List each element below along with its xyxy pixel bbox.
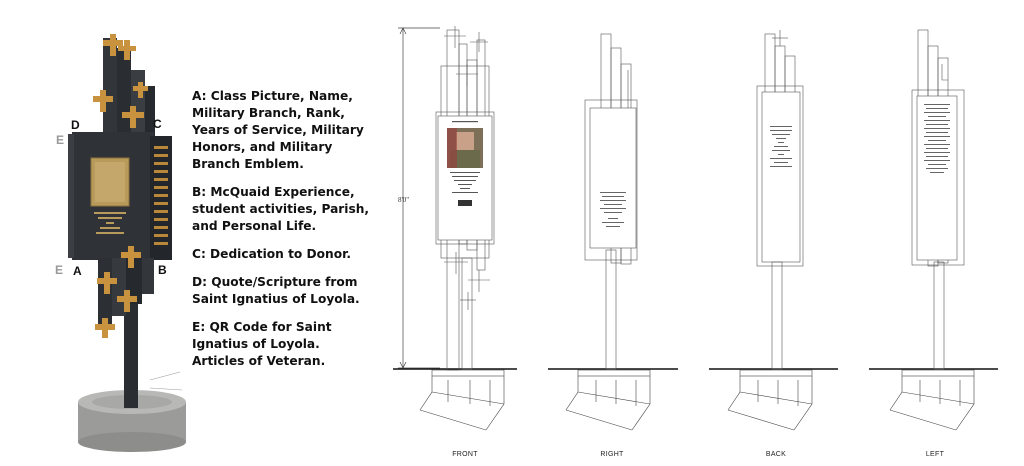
lower-bars (98, 258, 154, 328)
view-label-back: BACK (765, 451, 787, 458)
concrete-base (78, 390, 186, 452)
view-label-left: LEFT (925, 451, 945, 458)
post (124, 300, 138, 408)
height-dimension-label: 8'0" (398, 196, 410, 204)
footing-right (565, 369, 651, 431)
legend: A: Class Picture, Name, Military Branch,… (192, 88, 392, 381)
label-e-bottom: E (55, 263, 64, 277)
label-b: B (158, 263, 167, 277)
height-dimension (398, 27, 440, 369)
footing-back (727, 369, 813, 431)
legend-item-e: E: QR Code for Saint Ignatius of Loyola.… (192, 320, 332, 368)
label-a: A (73, 264, 82, 278)
label-c: C (153, 117, 162, 131)
view-label-front: FRONT (452, 451, 478, 458)
legend-item-b: B: McQuaid Experience, student activitie… (192, 185, 370, 233)
footing-front (419, 369, 505, 431)
footing-left (889, 369, 975, 431)
back-view (756, 30, 804, 370)
side-inscriptions (154, 146, 168, 245)
footings (419, 369, 975, 431)
legend-item-c: C: Dedication to Donor. (192, 247, 351, 261)
legend-item-d: D: Quote/Scripture from Saint Ignatius o… (192, 275, 360, 306)
memorial-render (68, 34, 186, 452)
label-d: D (71, 118, 80, 132)
left-view (911, 29, 965, 370)
bronze-crosses (93, 34, 148, 338)
legend-item-a: A: Class Picture, Name, Military Branch,… (192, 89, 364, 171)
view-label-right: RIGHT (600, 451, 624, 458)
label-e-top: E (56, 133, 65, 147)
front-view (435, 26, 495, 371)
right-view (584, 33, 638, 370)
